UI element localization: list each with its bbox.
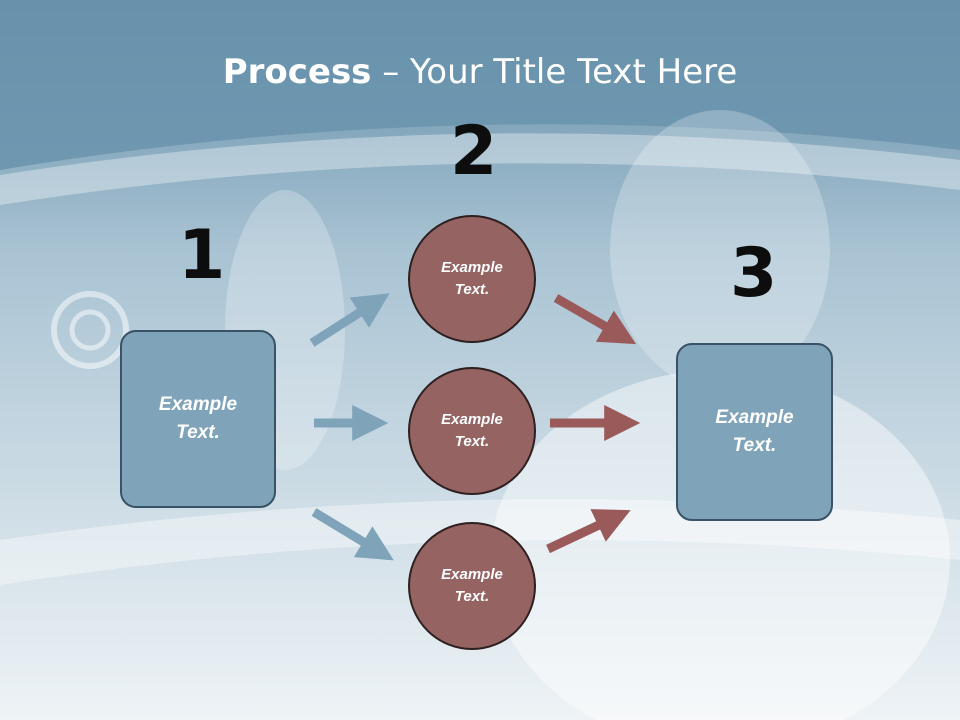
step-number-2: 2 bbox=[450, 112, 498, 191]
circle-top: Example Text. bbox=[408, 215, 536, 343]
slide-title: Process – Your Title Text Here bbox=[0, 52, 960, 92]
title-rest: – Your Title Text Here bbox=[371, 52, 738, 92]
arrow-start-to-top bbox=[309, 293, 390, 347]
circle-bottom: Example Text. bbox=[408, 522, 536, 650]
title-bold: Process bbox=[222, 52, 372, 92]
step-number-1: 1 bbox=[178, 216, 226, 295]
start-box: Example Text. bbox=[120, 330, 276, 508]
arrow-bottom-to-end bbox=[546, 509, 631, 554]
arrow-top-to-end bbox=[553, 294, 637, 345]
step-number-3: 3 bbox=[730, 234, 778, 313]
end-box: Example Text. bbox=[676, 343, 833, 521]
circle-middle: Example Text. bbox=[408, 367, 536, 495]
arrow-start-to-bottom bbox=[311, 508, 394, 561]
